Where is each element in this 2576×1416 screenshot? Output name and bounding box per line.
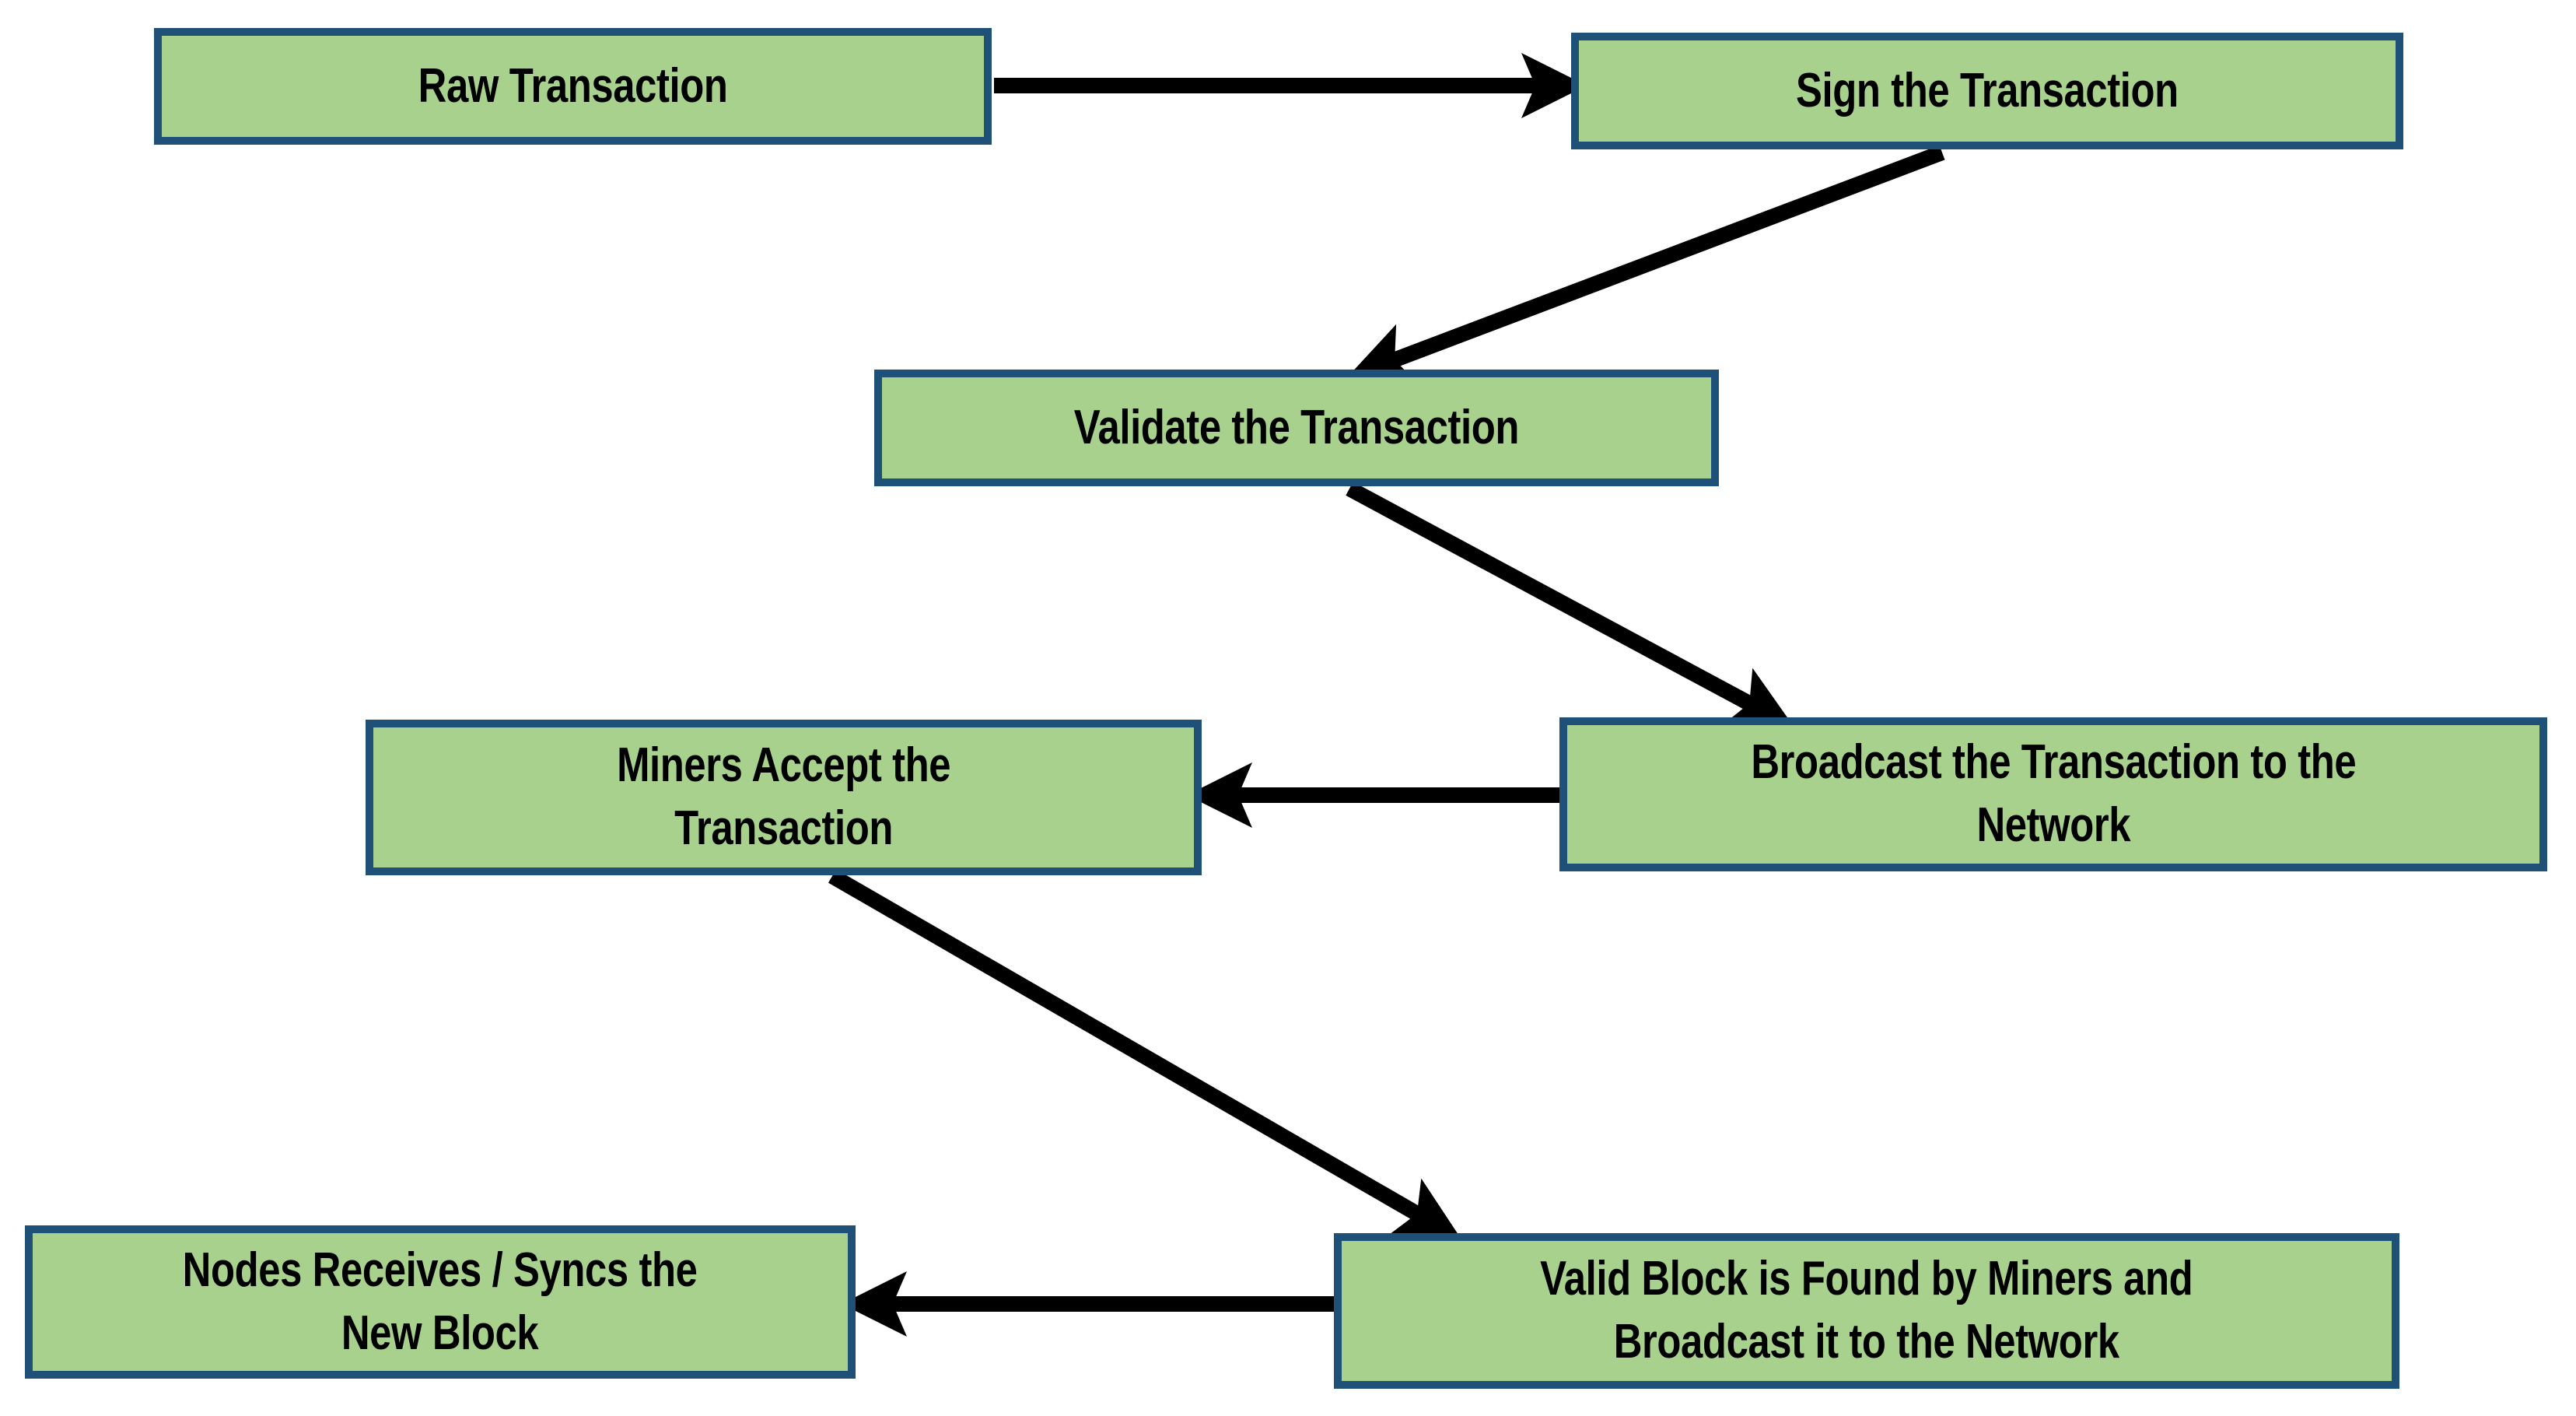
node-label: Broadcast the Transaction to the Network [1751, 735, 2356, 852]
arrow-edge-sign-to-validate [1346, 145, 1945, 386]
node-broadcast-the-transaction-to-the-network[interactable]: Broadcast the Transaction to the Network [1559, 717, 2547, 871]
node-sign-the-transaction[interactable]: Sign the Transaction [1571, 33, 2403, 149]
node-valid-block-is-found-by-miners[interactable]: Valid Block is Found by Miners and Broad… [1334, 1233, 2399, 1389]
node-label: Sign the Transaction [1796, 63, 2179, 117]
node-label: Valid Block is Found by Miners and Broad… [1540, 1252, 2193, 1369]
node-label: Nodes Receives / Syncs the New Block [183, 1243, 698, 1360]
node-raw-transaction[interactable]: Raw Transaction [154, 28, 992, 145]
node-label: Raw Transaction [418, 58, 728, 113]
node-label: Validate the Transaction [1073, 400, 1520, 454]
arrow-edge-validate-to-broadcast [1346, 482, 1795, 728]
node-label: Miners Accept the Transaction [616, 738, 951, 855]
node-nodes-receives-syncs-the-new-block[interactable]: Nodes Receives / Syncs the New Block [25, 1225, 856, 1379]
node-miners-accept-the-transaction[interactable]: Miners Accept the Transaction [366, 720, 1202, 875]
arrow-edge-miners-to-valid-block [828, 869, 1462, 1239]
node-validate-the-transaction[interactable]: Validate the Transaction [874, 370, 1719, 486]
